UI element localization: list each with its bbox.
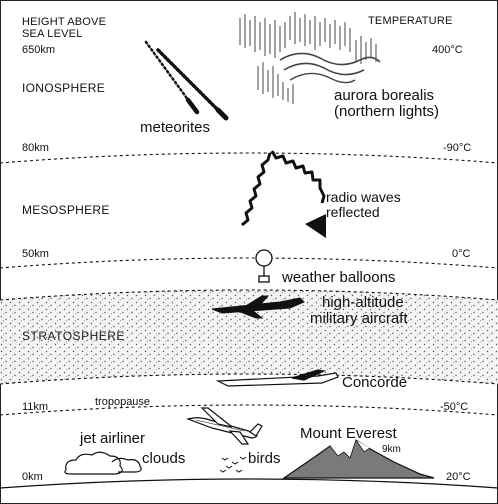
- temperature-minus-50c: -50°C: [440, 401, 469, 413]
- military-aircraft-label-line2: military aircraft: [310, 310, 408, 327]
- everest-height-label: 9km: [382, 444, 401, 455]
- radio-waves-label-line2: reflected: [326, 204, 380, 220]
- altitude-11km: 11km: [22, 401, 49, 413]
- mount-everest-label: Mount Everest: [300, 425, 397, 442]
- jet-airliner-illustration: [186, 407, 263, 445]
- boundary-tropopause: [0, 404, 498, 416]
- boundary-stratosphere-bottom: [0, 373, 498, 385]
- radio-waves-illustration: [241, 150, 326, 238]
- jet-airliner-label: jet airliner: [80, 430, 146, 447]
- weather-balloons-label: weather balloons: [282, 269, 396, 286]
- weather-balloon-illustration: [255, 249, 273, 283]
- birds-illustration: [219, 456, 247, 473]
- military-aircraft-illustration: [211, 295, 305, 319]
- stratosphere-label: STRATOSPHERE: [22, 329, 125, 343]
- altitude-80km: 80km: [22, 142, 49, 154]
- temperature-0c: 0°C: [452, 248, 471, 260]
- clouds-label: clouds: [142, 450, 186, 467]
- aurora-subtitle: (northern lights): [334, 103, 440, 120]
- meteorites-illustration: [144, 40, 229, 121]
- boundary-stratosphere-top: [0, 289, 498, 301]
- radio-waves-label-line1: radio waves: [326, 189, 401, 205]
- mount-everest-illustration: [282, 439, 435, 479]
- military-aircraft-label-line1: high-altitude: [322, 294, 404, 311]
- ground-line: [0, 478, 498, 489]
- ionosphere-label: IONOSPHERE: [22, 81, 106, 95]
- stratosphere-band: [0, 290, 498, 384]
- temperature-title: TEMPERATURE: [368, 15, 453, 27]
- concorde-illustration: [215, 369, 339, 387]
- aurora-label: aurora borealis: [334, 87, 435, 104]
- concorde-label: Concorde: [342, 374, 408, 391]
- temperature-20c: 20°C: [446, 471, 471, 483]
- mesosphere-label: MESOSPHERE: [22, 203, 110, 217]
- aurora-illustration: [239, 12, 381, 104]
- altitude-650km: 650km: [22, 44, 56, 56]
- altitude-50km: 50km: [22, 248, 49, 260]
- boundary-80km: [0, 152, 498, 164]
- altitude-0km: 0km: [22, 471, 43, 483]
- tropopause-label: tropopause: [95, 396, 151, 408]
- temperature-400c: 400°C: [432, 44, 463, 56]
- meteorites-label: meteorites: [140, 119, 211, 136]
- height-above-sea-level-title: HEIGHT ABOVE SEA LEVEL: [22, 16, 107, 40]
- boundary-50km: [0, 257, 498, 269]
- birds-label: birds: [248, 450, 281, 467]
- temperature-minus-90c: -90°C: [443, 142, 472, 154]
- clouds-illustration: [64, 451, 142, 475]
